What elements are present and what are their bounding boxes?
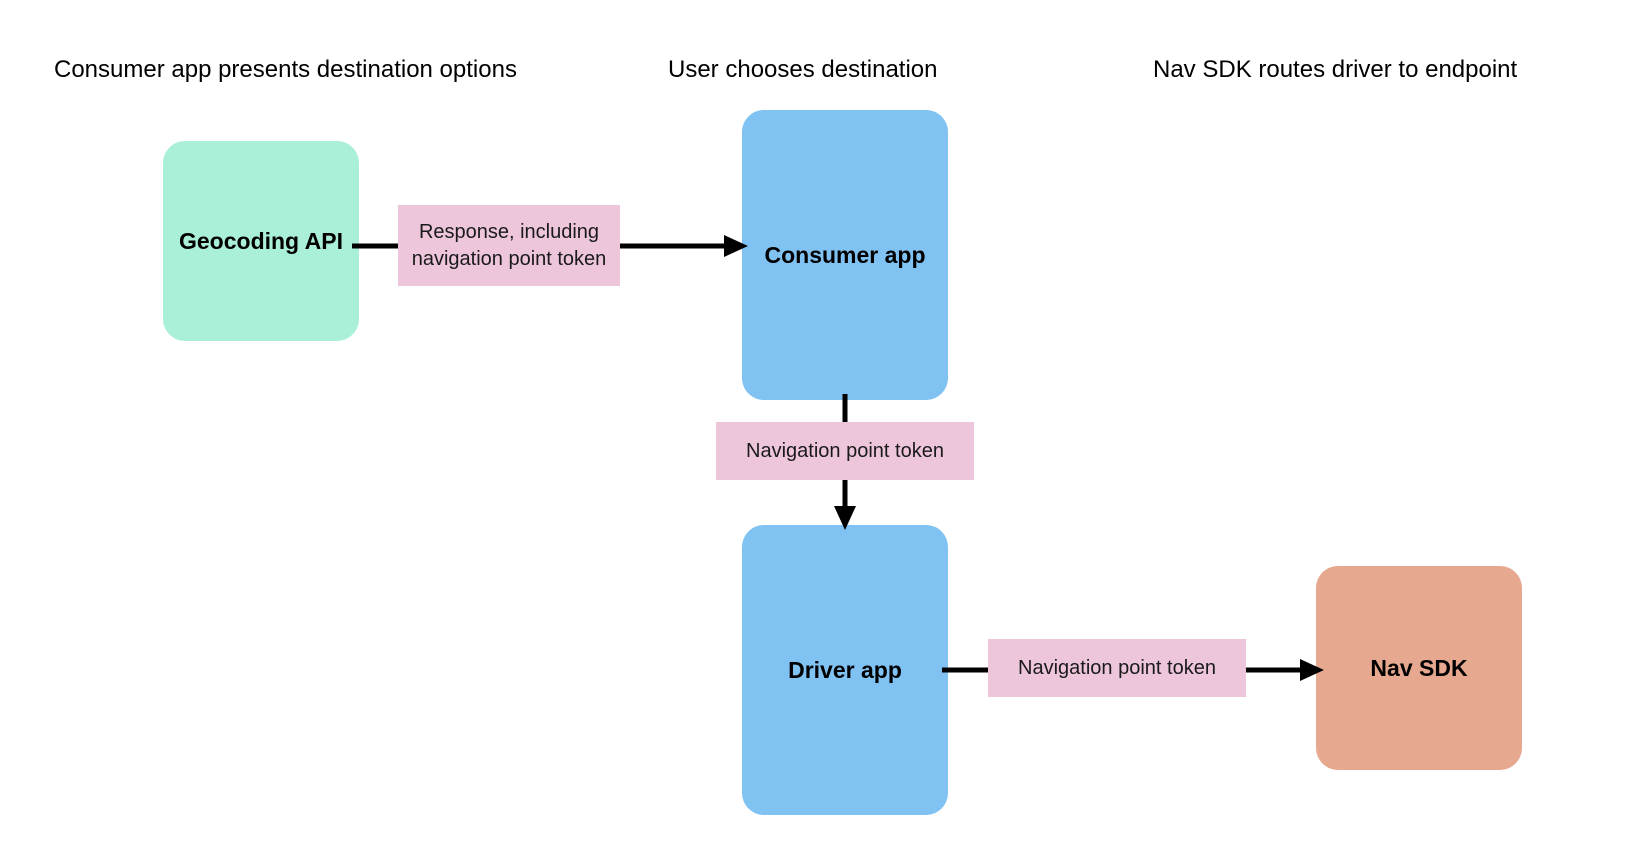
column-heading-nav-sdk-routes-driver: Nav SDK routes driver to endpoint	[1153, 56, 1518, 83]
edge-label-npt-driver-navsdk-text: Navigation point token	[1018, 656, 1216, 679]
node-nav-sdk[interactable]: Nav SDK	[1316, 566, 1522, 770]
node-driver-app-label: Driver app	[788, 656, 902, 683]
node-consumer-app-label: Consumer app	[764, 241, 926, 268]
edge-label-response-text: Response, including navigation point tok…	[411, 221, 607, 270]
edge-label-navigation-point-token-consumer-driver: Navigation point token	[716, 422, 974, 480]
edge-label-response-including-navigation-point-token: Response, including navigation point tok…	[398, 205, 620, 286]
node-nav-sdk-label: Nav SDK	[1370, 654, 1468, 681]
edge-label-navigation-point-token-driver-navsdk: Navigation point token	[988, 639, 1246, 697]
edge-label-npt-consumer-driver-text: Navigation point token	[746, 439, 944, 462]
node-geocoding-api[interactable]: Geocoding API	[163, 141, 359, 341]
column-heading-consumer-app-presents: Consumer app presents destination option…	[54, 56, 517, 83]
node-consumer-app[interactable]: Consumer app	[742, 110, 948, 400]
node-geocoding-api-label: Geocoding API	[179, 227, 343, 254]
column-heading-user-chooses-destination: User chooses destination	[668, 56, 938, 83]
node-driver-app[interactable]: Driver app	[742, 525, 948, 815]
